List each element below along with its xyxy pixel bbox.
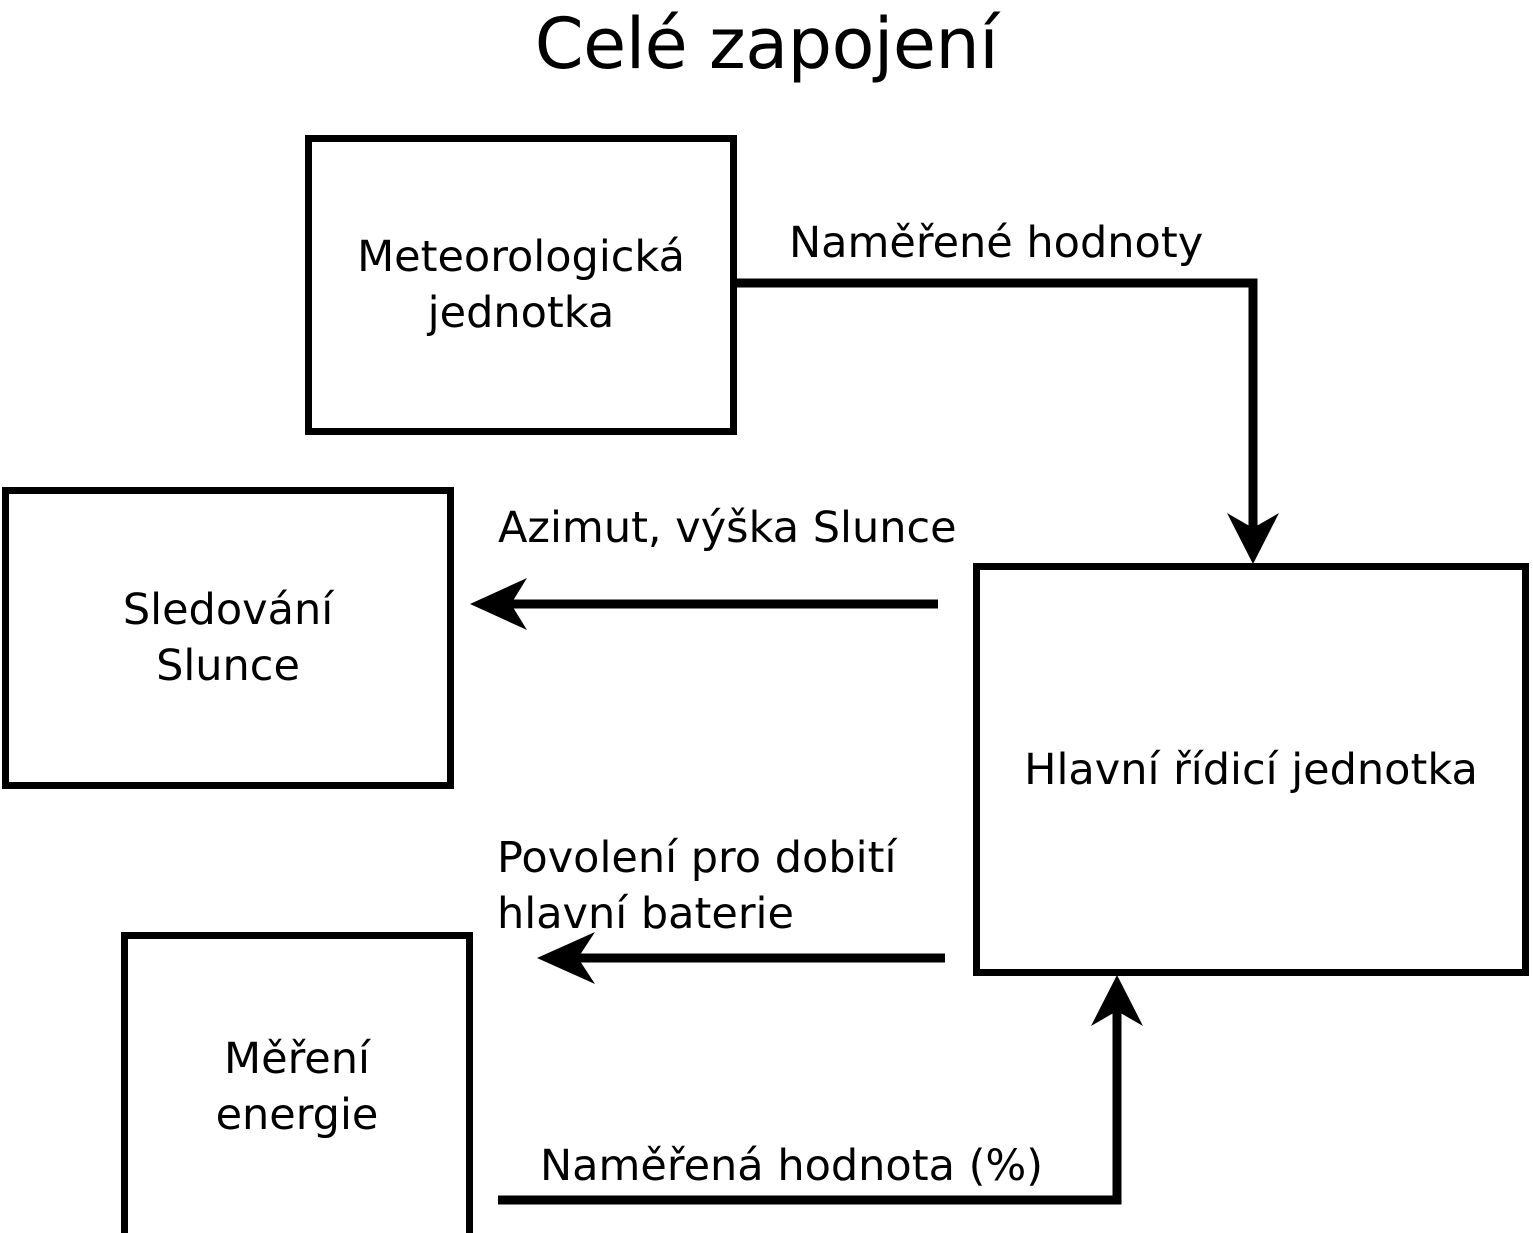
edge-label-namerena-hodnota-procenta: Naměřená hodnota (%) [540, 1141, 1044, 1191]
page-title: Celé zapojení [534, 3, 999, 85]
node-label: Sledování Slunce [122, 585, 334, 691]
edge-label-povoleni-pro-dobiti-hlavni-baterie: Povolení pro dobití hlavní baterie [497, 833, 897, 939]
node-sledovani-slunce[interactable]: Sledování Slunce [2, 487, 454, 789]
node-meteorologicka-jednotka[interactable]: Meteorologická jednotka [305, 135, 737, 435]
node-hlavni-ridici-jednotka[interactable]: Hlavní řídicí jednotka [973, 563, 1529, 976]
node-mereni-energie[interactable]: Měření energie [121, 932, 473, 1233]
node-label: Měření energie [215, 1034, 379, 1140]
node-label: Hlavní řídicí jednotka [1024, 744, 1478, 795]
edge-azimuth [470, 578, 938, 630]
edge-label-namerene-hodnoty: Naměřené hodnoty [789, 218, 1204, 268]
node-label: Meteorologická jednotka [357, 232, 685, 338]
edge-measured [737, 278, 1279, 564]
edge-label-azimut-vyska-slunce: Azimut, výška Slunce [498, 503, 957, 553]
edge-permit [537, 932, 945, 984]
edge-percent [498, 975, 1143, 1205]
